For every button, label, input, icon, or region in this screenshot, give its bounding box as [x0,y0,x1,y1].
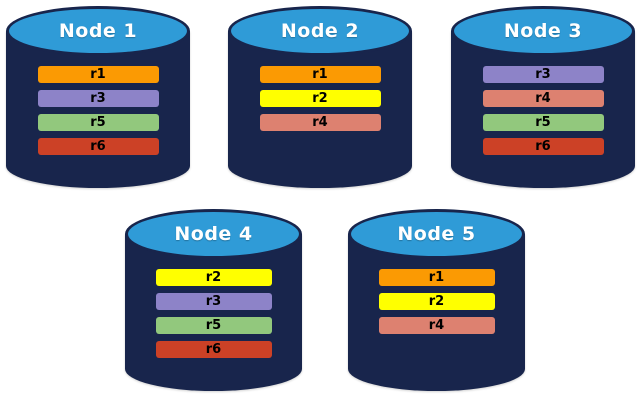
record-label: r2 [428,294,445,309]
record-list: r2 r3 r5 r6 [125,269,302,365]
cylinder-body [348,234,525,391]
record-bar-r6[interactable]: r6 [155,341,272,358]
cylinder-body [6,31,190,188]
record-bar-r1[interactable]: r1 [378,269,495,286]
cylinder-body [451,31,635,188]
record-bar-r5[interactable]: r5 [482,114,604,131]
record-label: r3 [535,67,551,82]
record-label: r5 [90,115,106,130]
record-bar-r1[interactable]: r1 [37,66,159,83]
node-cylinder-3[interactable]: Node 3 r3 r4 r5 r6 [451,6,635,188]
record-label: r6 [535,139,551,154]
record-label: r1 [90,67,106,82]
record-bar-r3[interactable]: r3 [155,293,272,310]
node-cylinder-4[interactable]: Node 4 r2 r3 r5 r6 [125,209,302,391]
node-cylinder-1[interactable]: Node 1 r1 r3 r5 r6 [6,6,190,188]
record-label: r4 [428,318,445,333]
cylinder-top-ellipse: Node 4 [125,209,302,259]
record-bar-r3[interactable]: r3 [482,66,604,83]
node-title: Node 1 [58,20,138,42]
cylinder-body [228,31,412,188]
record-bar-r5[interactable]: r5 [37,114,159,131]
record-bar-r4[interactable]: r4 [482,90,604,107]
node-title: Node 4 [174,223,253,245]
record-bar-r2[interactable]: r2 [259,90,381,107]
node-title: Node 2 [280,20,360,42]
node-title: Node 5 [397,223,476,245]
node-cylinder-5[interactable]: Node 5 r1 r2 r4 [348,209,525,391]
cylinder-body [125,234,302,391]
record-bar-r1[interactable]: r1 [259,66,381,83]
record-bar-r6[interactable]: r6 [482,138,604,155]
record-label: r5 [535,115,551,130]
cylinder-top-ellipse: Node 5 [348,209,525,259]
cylinder-top-ellipse: Node 3 [451,6,635,56]
cylinder-top-ellipse: Node 1 [6,6,190,56]
record-label: r5 [205,318,222,333]
node-cylinder-2[interactable]: Node 2 r1 r2 r4 [228,6,412,188]
record-label: r1 [312,67,328,82]
record-label: r2 [312,91,328,106]
record-list: r1 r2 r4 [228,66,412,138]
record-list: r1 r2 r4 [348,269,525,341]
node-title: Node 3 [503,20,583,42]
record-label: r2 [205,270,222,285]
record-bar-r4[interactable]: r4 [378,317,495,334]
record-bar-r2[interactable]: r2 [378,293,495,310]
cylinder-top-ellipse: Node 2 [228,6,412,56]
record-list: r3 r4 r5 r6 [451,66,635,162]
record-label: r4 [535,91,551,106]
record-label: r4 [312,115,328,130]
record-label: r3 [90,91,106,106]
record-label: r3 [205,294,222,309]
record-bar-r5[interactable]: r5 [155,317,272,334]
record-label: r1 [428,270,445,285]
record-bar-r3[interactable]: r3 [37,90,159,107]
record-label: r6 [205,342,222,357]
record-label: r6 [90,139,106,154]
record-bar-r6[interactable]: r6 [37,138,159,155]
record-bar-r2[interactable]: r2 [155,269,272,286]
record-bar-r4[interactable]: r4 [259,114,381,131]
record-list: r1 r3 r5 r6 [6,66,190,162]
